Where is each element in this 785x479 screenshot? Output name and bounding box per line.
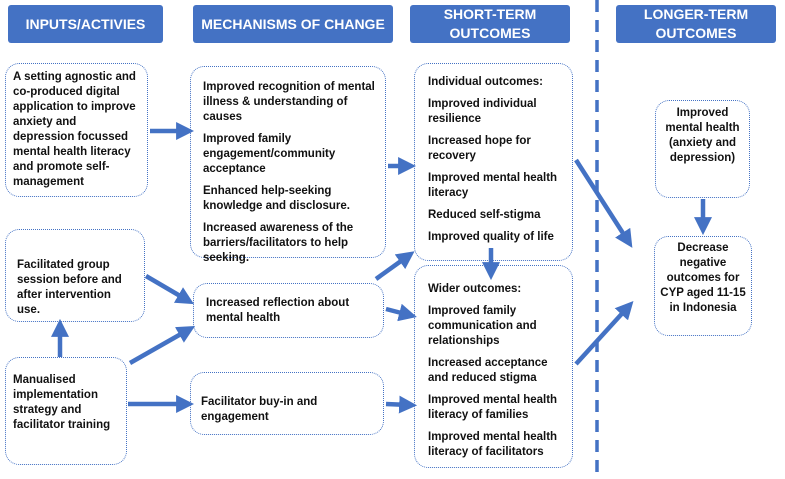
header-longer-term: LONGER-TERM OUTCOMES (616, 5, 776, 43)
wider-outcome-item: Improved mental health literacy of facil… (428, 431, 558, 458)
wider-outcome-item: Improved family communication and relati… (428, 305, 537, 347)
individual-outcome-item: Improved quality of life (428, 231, 554, 243)
mechanism-item: Increased awareness of the barriers/faci… (203, 222, 354, 264)
wider-outcomes-title: Wider outcomes: (428, 283, 522, 295)
arrow (574, 158, 633, 248)
mechanism-reflection-text: Increased reflection about mental health (206, 297, 350, 324)
wider-outcome-item: Increased acceptance and reduced stigma (428, 357, 548, 384)
individual-outcome-item: Improved mental health literacy (428, 172, 558, 199)
header-mechanisms: MECHANISMS OF CHANGE (193, 5, 393, 43)
longer-negative-outcomes: Decrease negative outcomes for CYP aged … (654, 236, 752, 336)
mechanism-item: Enhanced help-seeking knowledge and disc… (203, 185, 350, 212)
input-group-session: Facilitated group session before and aft… (5, 229, 145, 322)
individual-outcomes-box: Individual outcomes: Improved individual… (414, 63, 573, 261)
wider-outcome-item: Improved mental health literacy of famil… (428, 394, 558, 421)
individual-outcomes-title: Individual outcomes: (428, 76, 544, 88)
input-digital-app: A setting agnostic and co-produced digit… (5, 63, 148, 197)
mechanism-buy-in: Facilitator buy-in and engagement (190, 372, 384, 435)
individual-outcome-item: Improved individual resilience (428, 98, 537, 125)
header-inputs: INPUTS/ACTIVIES (8, 5, 163, 43)
arrow (144, 274, 194, 305)
input-implementation: Manualised implementation strategy and f… (5, 357, 127, 465)
wider-outcomes-box: Wider outcomes: Improved family communic… (414, 265, 573, 468)
arrow (385, 395, 418, 414)
mechanism-buy-in-text: Facilitator buy-in and engagement (201, 396, 318, 423)
longer-mental-health: Improved mental health (anxiety and depr… (655, 100, 750, 198)
arrow (374, 251, 415, 281)
arrow (385, 303, 417, 322)
input-digital-app-text: A setting agnostic and co-produced digit… (13, 71, 136, 188)
arrow (128, 325, 196, 365)
mechanism-item: Improved recognition of mental illness &… (203, 81, 375, 123)
mechanism-item: Improved family engagement/community acc… (203, 133, 336, 175)
input-implementation-text: Manualised implementation strategy and f… (13, 374, 111, 431)
individual-outcome-item: Increased hope for recovery (428, 135, 531, 162)
mechanism-reflection: Increased reflection about mental health (193, 283, 384, 338)
mechanisms-box: Improved recognition of mental illness &… (190, 66, 386, 264)
longer-mental-health-text: Improved mental health (anxiety and depr… (665, 107, 740, 164)
arrow (574, 301, 634, 366)
individual-outcome-item: Reduced self-stigma (428, 209, 541, 221)
longer-negative-outcomes-text: Decrease negative outcomes for CYP aged … (660, 242, 746, 314)
header-short-term: SHORT-TERM OUTCOMES (410, 5, 570, 43)
input-group-session-text: Facilitated group session before and aft… (17, 259, 122, 316)
